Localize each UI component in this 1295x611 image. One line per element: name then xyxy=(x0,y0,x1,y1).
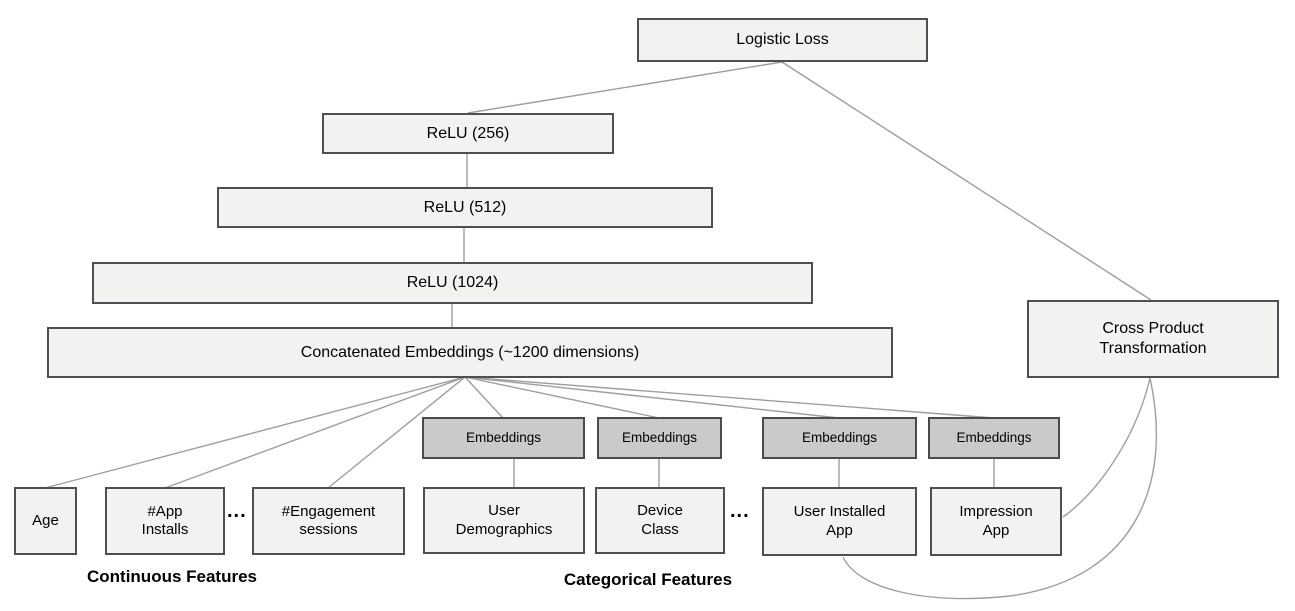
node-cross-product-transformation-label: Cross Product Transformation xyxy=(1099,320,1207,357)
node-concatenated-embeddings-label: Concatenated Embeddings (~1200 dimension… xyxy=(300,343,640,361)
node-feature-user-installed-app: User Installed App xyxy=(762,487,917,556)
node-feature-device-class-label: Device Class xyxy=(637,502,683,538)
node-feature-user-installed-app-label: User Installed App xyxy=(793,503,886,539)
node-relu-256: ReLU (256) xyxy=(322,113,614,154)
node-relu-256-label: ReLU (256) xyxy=(426,124,510,142)
edge-concat-to-embedding2 xyxy=(464,376,660,419)
node-embedding-label: Embeddings xyxy=(801,429,878,445)
edge-logistic-to-crossproduct xyxy=(781,61,1152,301)
node-feature-age-label: Age xyxy=(32,511,59,529)
edge-concat-to-app-installs xyxy=(164,376,466,489)
node-relu-1024: ReLU (1024) xyxy=(92,262,813,304)
edge-concat-to-engagement xyxy=(327,376,466,489)
edge-concat-to-embedding4 xyxy=(464,376,995,419)
node-feature-user-demographics-label: User Demographics xyxy=(455,502,553,538)
node-feature-app-installs-label: #App Installs xyxy=(141,502,189,538)
node-embedding-user-demographics: Embeddings xyxy=(422,417,585,459)
node-feature-engagement-sessions-label: #Engagement sessions xyxy=(281,502,376,538)
node-feature-impression-app: Impression App xyxy=(930,487,1062,556)
node-feature-user-demographics: User Demographics xyxy=(423,487,585,554)
node-embedding-label: Embeddings xyxy=(465,429,542,445)
group-label-categorical-features: Categorical Features xyxy=(563,570,733,589)
ellipsis-categorical: ... xyxy=(730,500,750,522)
node-embedding-impression-app: Embeddings xyxy=(928,417,1060,459)
edge-logistic-to-relu256 xyxy=(467,61,783,114)
node-logistic-loss: Logistic Loss xyxy=(637,18,928,62)
ellipsis-continuous: ... xyxy=(227,500,247,522)
edge-crossproduct-to-impression-app xyxy=(1062,377,1151,518)
node-logistic-loss-label: Logistic Loss xyxy=(736,31,829,49)
edge-concat-to-embedding3 xyxy=(464,376,840,419)
node-feature-age: Age xyxy=(14,487,77,555)
edge-crossproduct-to-user-installed-app xyxy=(842,377,1158,600)
node-embedding-label: Embeddings xyxy=(956,429,1032,445)
node-embedding-label: Embeddings xyxy=(621,429,698,445)
node-feature-device-class: Device Class xyxy=(595,487,725,554)
node-relu-1024-label: ReLU (1024) xyxy=(406,274,499,292)
group-label-continuous-features: Continuous Features xyxy=(86,567,258,586)
edge-concat-to-embedding1 xyxy=(464,376,504,419)
node-feature-app-installs: #App Installs xyxy=(105,487,225,555)
node-embedding-device-class: Embeddings xyxy=(597,417,722,459)
node-relu-512-label: ReLU (512) xyxy=(423,198,507,216)
node-feature-engagement-sessions: #Engagement sessions xyxy=(252,487,405,555)
node-cross-product-transformation: Cross Product Transformation xyxy=(1027,300,1279,378)
edge-concat-to-age xyxy=(44,376,466,489)
node-embedding-user-installed-app: Embeddings xyxy=(762,417,917,459)
node-concatenated-embeddings: Concatenated Embeddings (~1200 dimension… xyxy=(47,327,893,378)
node-feature-impression-app-label: Impression App xyxy=(959,503,1033,539)
node-relu-512: ReLU (512) xyxy=(217,187,713,228)
